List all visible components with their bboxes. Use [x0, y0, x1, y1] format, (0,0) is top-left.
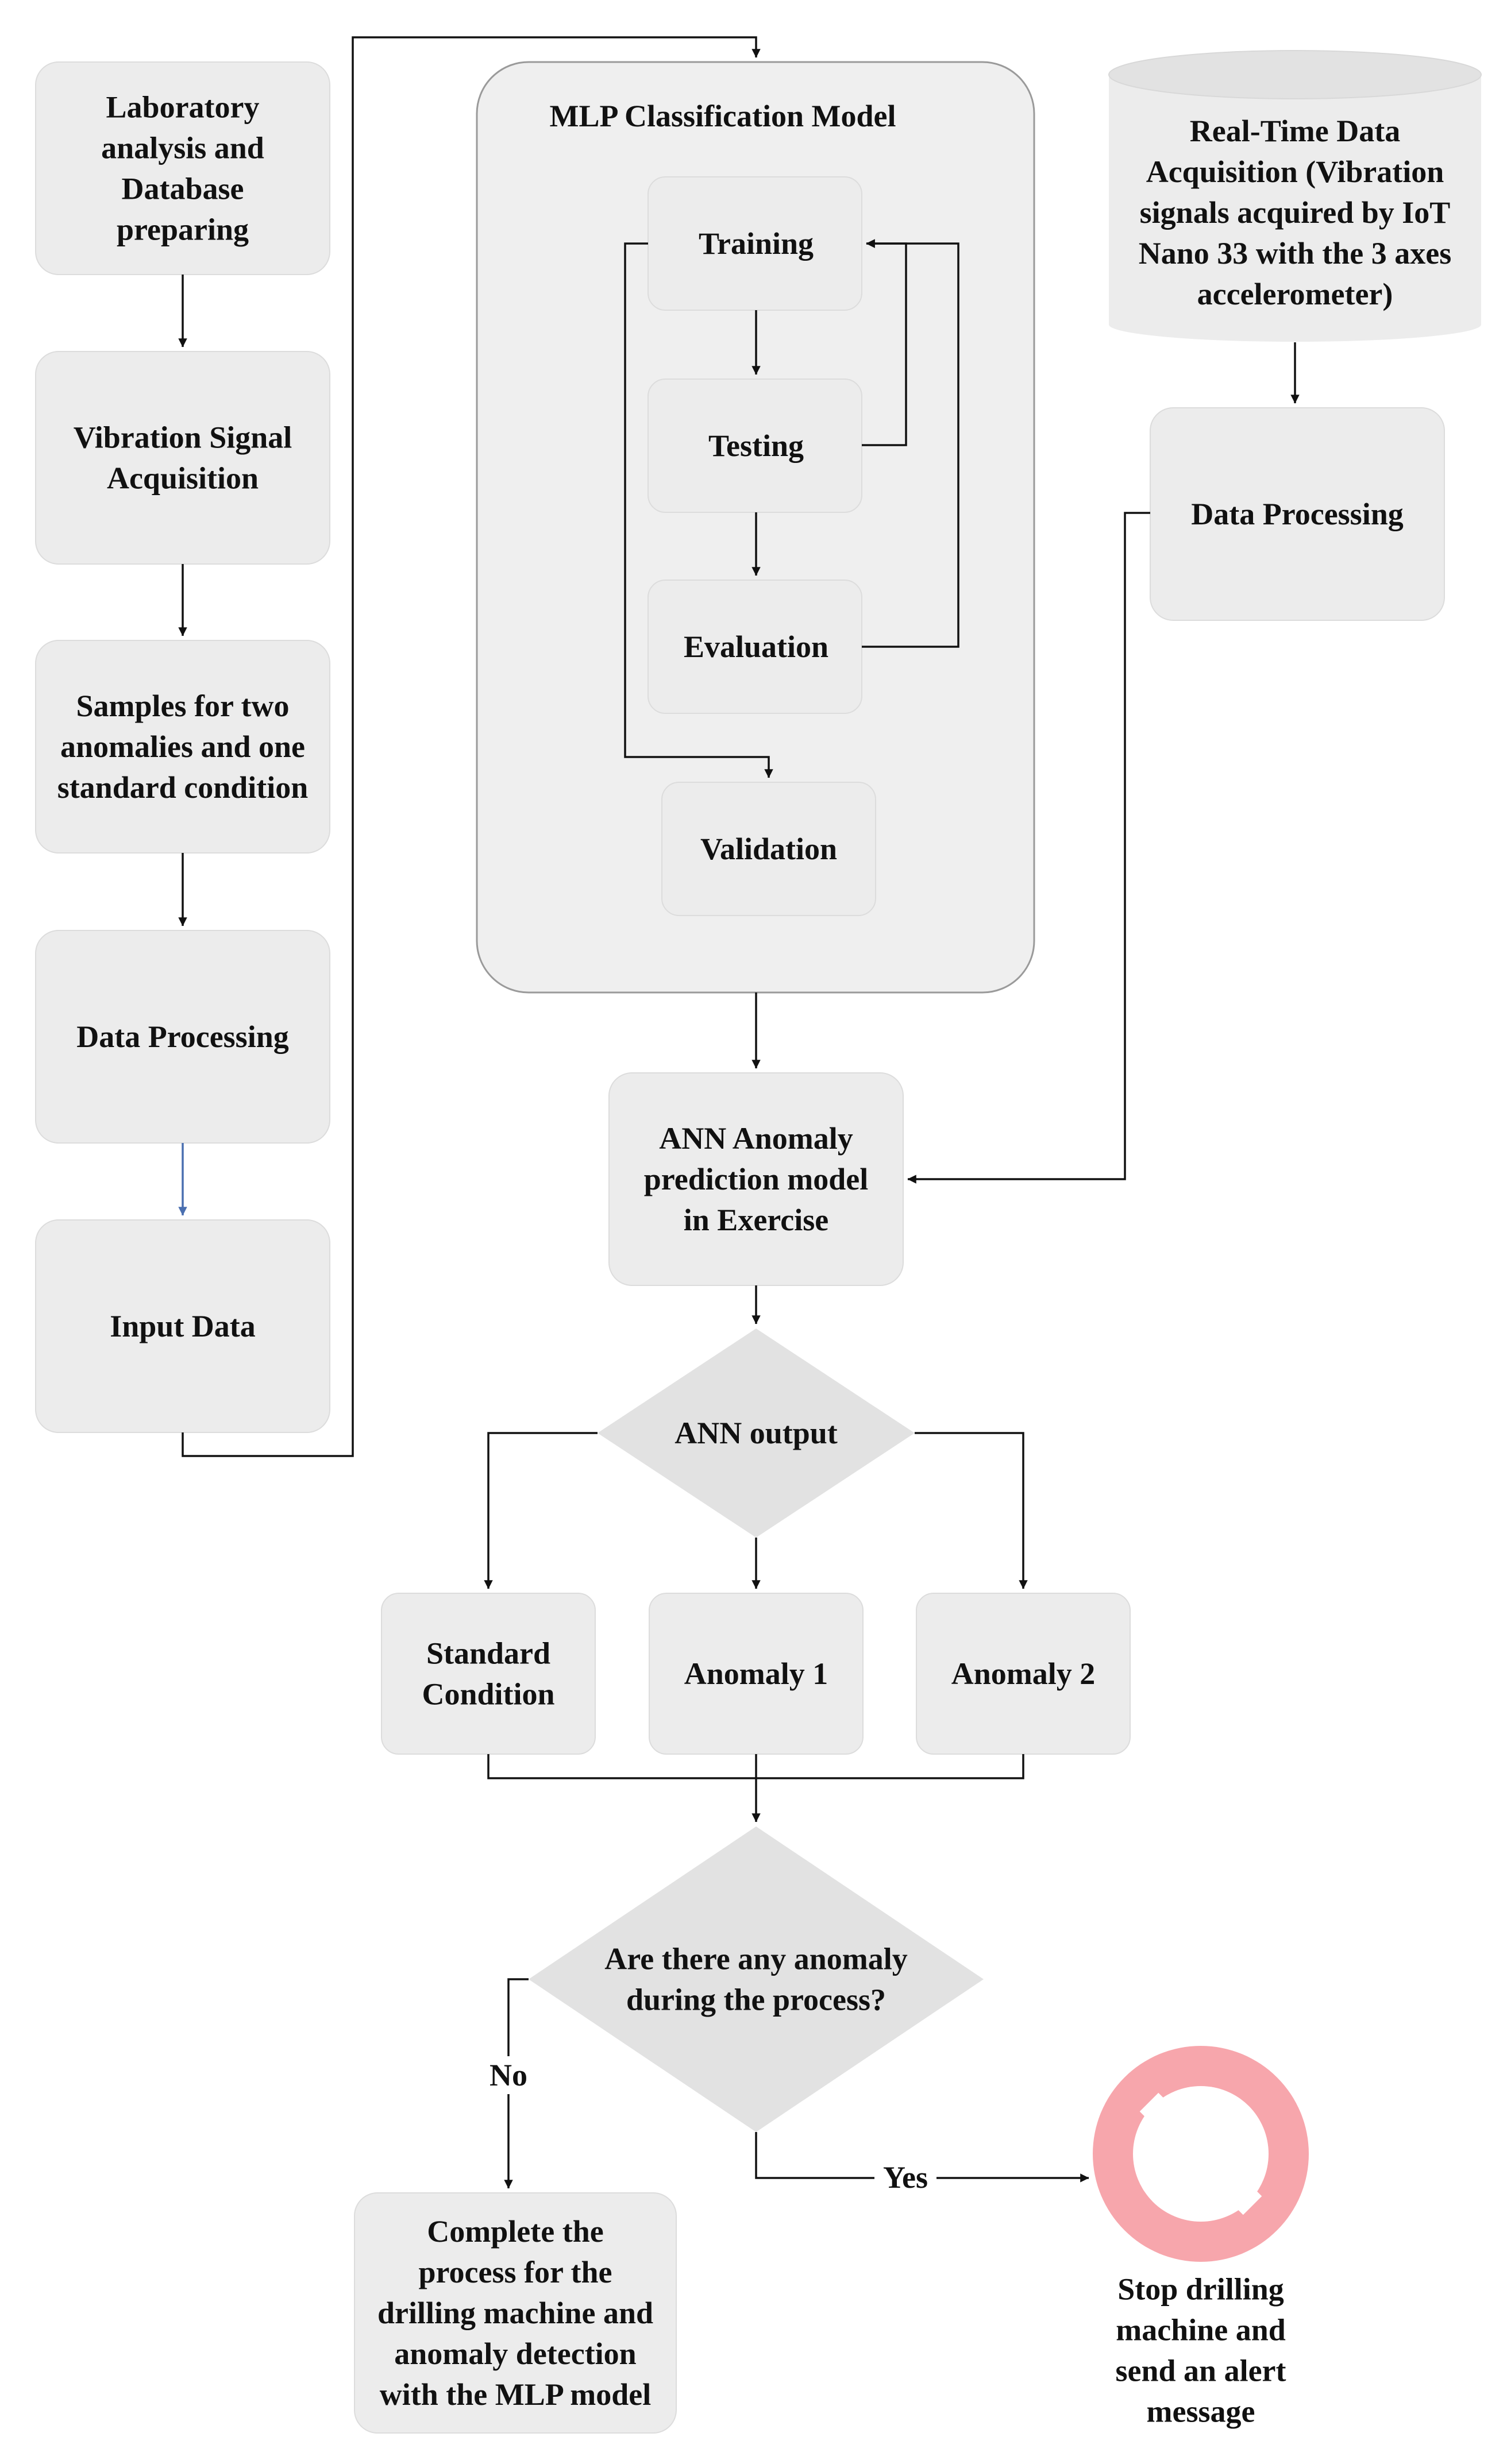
label-line: Validation — [700, 832, 837, 866]
complete-box — [354, 2192, 677, 2434]
label-line: machine and — [1116, 2313, 1286, 2347]
samples-label: Samples for two anomalies and one standard… — [57, 689, 309, 805]
label-line: message — [1147, 2395, 1255, 2429]
label-line: process for the — [419, 2255, 612, 2289]
prohibition-sign-icon — [1093, 2046, 1309, 2262]
edge-input-to-mlp — [182, 36, 761, 1457]
label-line: prediction model — [644, 1162, 869, 1196]
validation-box — [661, 782, 876, 916]
realtime-database-cylinder — [1108, 50, 1482, 342]
label-line: anomalies and one — [60, 729, 305, 764]
edge-label-no: No — [490, 2058, 527, 2092]
label-line: Real-Time Data — [1190, 114, 1400, 148]
label-line: MLP Classification Model — [550, 99, 896, 133]
stop-label: Stop drilling machine and send an alert mes… — [1116, 2272, 1286, 2429]
label-line: Data Processing — [1191, 497, 1403, 531]
data-processing-left-label: Data Processing — [76, 1019, 288, 1054]
complete-label: Complete the process for the drilling mach… — [377, 2214, 653, 2412]
label-line: Standard — [426, 1636, 550, 1671]
label-line: accelerometer) — [1197, 277, 1393, 311]
edge-output-to-anomaly2 — [915, 1432, 1028, 1589]
validation-label: Validation — [700, 832, 837, 866]
label-line: send an alert — [1116, 2354, 1286, 2388]
label-line: in Exercise — [684, 1203, 828, 1237]
data-processing-right-label: Data Processing — [1191, 497, 1403, 531]
label-line: with the MLP model — [380, 2377, 651, 2412]
label-line: Data Processing — [76, 1019, 288, 1054]
edge-training-to-validation — [624, 242, 773, 778]
standard-condition-box — [381, 1593, 596, 1755]
label-line: Laboratory — [106, 90, 260, 125]
edge-processing-right-to-ann — [907, 512, 1150, 1184]
ann-output-label: ANN output — [675, 1416, 838, 1450]
label-line: Samples for two — [76, 689, 290, 723]
training-label: Training — [699, 226, 814, 261]
label-line: Training — [699, 226, 814, 261]
label-line: Input Data — [110, 1309, 256, 1343]
edge-decision-no — [504, 1978, 529, 2189]
label-line: preparing — [117, 213, 249, 247]
label-line: Stop drilling — [1117, 2272, 1284, 2307]
testing-label: Testing — [708, 428, 804, 463]
label-line: ANN output — [675, 1416, 838, 1450]
label-line: Acquisition (Vibration — [1146, 155, 1444, 189]
label-line: Testing — [708, 428, 804, 463]
data-processing-right-box — [1150, 407, 1445, 621]
label-line: Condition — [422, 1677, 554, 1712]
label-line: Complete the — [427, 2214, 603, 2249]
anomaly1-label: Anomaly 1 — [684, 1656, 828, 1691]
input-data-label: Input Data — [110, 1309, 256, 1343]
label-line: Database — [122, 172, 244, 206]
label-line: during the process? — [626, 1983, 886, 2017]
no-label-bg — [483, 2056, 534, 2094]
ann-model-label: ANN Anomaly prediction model in Exercise — [644, 1121, 869, 1237]
edges — [178, 36, 1300, 2189]
label-line: anomaly detection — [394, 2336, 636, 2371]
edge-evaluation-feedback — [862, 239, 959, 648]
edge-label-yes: Yes — [883, 2160, 928, 2195]
label-line: Are there any anomaly — [604, 1942, 907, 1976]
anomaly2-label: Anomaly 2 — [951, 1656, 1096, 1691]
label-line: Anomaly 2 — [951, 1656, 1096, 1691]
label-line: Anomaly 1 — [684, 1656, 828, 1691]
label-line: ANN Anomaly — [659, 1121, 853, 1156]
mlp-title: MLP Classification Model — [550, 99, 896, 133]
edge-decision-yes — [755, 2132, 1089, 2183]
label-line: standard condition — [57, 770, 309, 805]
label-line: drilling machine and — [377, 2296, 653, 2330]
label-line: analysis and — [101, 131, 264, 165]
decision-label: Are there any anomaly during the process? — [604, 1942, 907, 2017]
vibration-acquisition-box — [35, 351, 330, 565]
label-line: signals acquired by IoT — [1140, 195, 1451, 230]
label-line: Vibration Signal — [74, 420, 292, 455]
label-line: Nano 33 with the 3 axes — [1139, 236, 1452, 271]
yes-label-bg — [874, 2161, 936, 2196]
evaluation-label: Evaluation — [684, 629, 828, 664]
label-line: Evaluation — [684, 629, 828, 664]
edge-output-to-standard — [484, 1432, 598, 1589]
label-line: Acquisition — [107, 461, 259, 496]
ann-output-diamond — [598, 1328, 915, 1538]
decision-diamond — [529, 1826, 984, 2132]
